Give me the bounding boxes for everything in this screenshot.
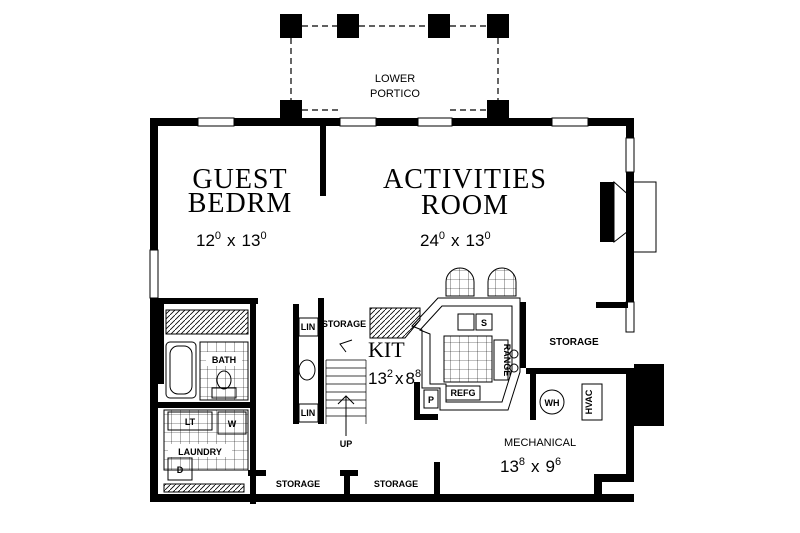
mechanical-label: MECHANICAL [504,437,576,449]
laundry: LT W LAUNDRY D [163,409,249,493]
kitchen-counter-outline [411,297,521,411]
vanity-icon [211,387,237,399]
washer-icon [217,411,247,435]
storage-right-label: STORAGE [549,337,599,348]
sink-label: S [481,318,487,328]
refrigerator-icon [445,385,481,401]
water-heater-icon [539,389,565,415]
portico-column [487,14,509,38]
laundry-tub-icon [167,411,213,431]
stair-storage-label: STORAGE [322,319,366,329]
stair-up-arrow-icon [337,395,355,436]
break-line [339,339,353,353]
linen-bottom-label: LIN [301,408,316,418]
laundry-tub-label: LT [185,417,196,427]
pantry-icon [423,389,439,409]
fireplace-chimney [634,181,657,253]
guest-bedroom-title-line2: BEDRM [188,188,293,219]
kitchen-title: KIT [368,337,405,362]
bath-label: BATH [212,355,236,365]
fireplace-hearth [613,180,633,244]
water-heater-label: WH [545,398,560,408]
guest-bedroom-title-line1: GUEST [192,164,287,195]
portico-column [487,100,509,120]
bar-stool [445,267,475,297]
bath: BATH [165,341,249,401]
bar-stool [487,267,517,297]
portico-outline [290,38,499,111]
hvac-icon [581,383,603,421]
kitchen-tile-floor [443,335,493,383]
sink-icon [457,313,475,331]
interior-walls [158,126,636,504]
storage-bottom-mid-label: STORAGE [374,479,418,489]
stair-up-label: UP [340,439,353,449]
pantry-label: P [428,395,434,405]
range-icon [493,339,509,381]
portico-column [337,14,359,38]
windows [149,117,635,333]
storage-bottom-left-label: STORAGE [276,479,320,489]
portico-label-line1: LOWER [375,73,415,85]
dryer-icon [167,457,193,481]
portico-column [428,14,450,38]
lower-portico: LOWER PORTICO [280,14,509,120]
portico-label-line2: PORTICO [370,88,420,100]
kitchen-counter-inner [419,305,513,403]
stair-landing [369,307,421,339]
portico-column [280,100,302,120]
linen-top-label: LIN [301,322,316,332]
washer-label: W [228,419,237,429]
toilet-icon [216,370,232,390]
closet-shelf [165,309,249,335]
refrigerator-label: REFG [450,388,475,398]
laundry-tile-floor [163,409,249,471]
water-closet-icon [298,359,316,381]
hvac-label: HVAC [584,389,594,414]
activities-room-title-line1: ACTIVITIES [383,164,547,195]
stair-core: LIN LIN STORAGE UP [298,307,421,449]
portico-column [280,14,302,38]
activities-room-title-line2: ROOM [421,190,509,221]
laundry-shelf [163,483,245,493]
dryer-label: D [177,465,184,475]
laundry-label: LAUNDRY [178,447,222,457]
range-label: RANGE [502,344,512,377]
bathtub-icon [165,341,197,399]
exterior-walls [150,118,664,502]
